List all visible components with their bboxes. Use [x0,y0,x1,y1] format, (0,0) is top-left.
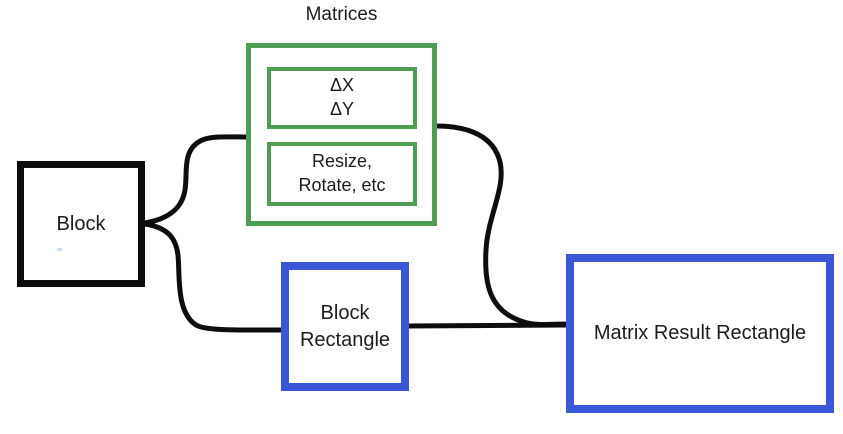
matrices-group-title: Matrices [305,4,378,25]
transform-label-line1: Resize, [311,151,373,172]
matrix-result-rectangle-label: Matrix Result Rectangle [593,322,807,345]
connector-block-to-matrices [142,134,251,226]
connector-block-to-block-rectangle [142,221,286,333]
transform-box: Resize, Rotate, etc [267,142,417,206]
connector-block-rectangle-to-matrix-result [404,322,571,329]
delta-y-label: ΔY [329,99,355,119]
delta-xy-box: ΔX ΔY [267,67,417,129]
transform-label-line2: Rotate, etc [298,175,386,195]
matrices-group-box: ΔX ΔY Resize, Rotate, etc [246,43,437,226]
block-rectangle-node: Block Rectangle [281,262,409,391]
delta-x-label: ΔX [329,75,355,96]
block-rectangle-label-line1: Block [320,302,370,325]
stray-mark [57,248,62,251]
block-node-label: Block [56,212,106,235]
block-rectangle-label-line2: Rectangle [299,328,391,351]
matrix-result-rectangle-node: Matrix Result Rectangle [566,254,834,413]
connector-matrices-to-matrix-result [433,123,571,327]
block-node: Block [17,161,145,287]
